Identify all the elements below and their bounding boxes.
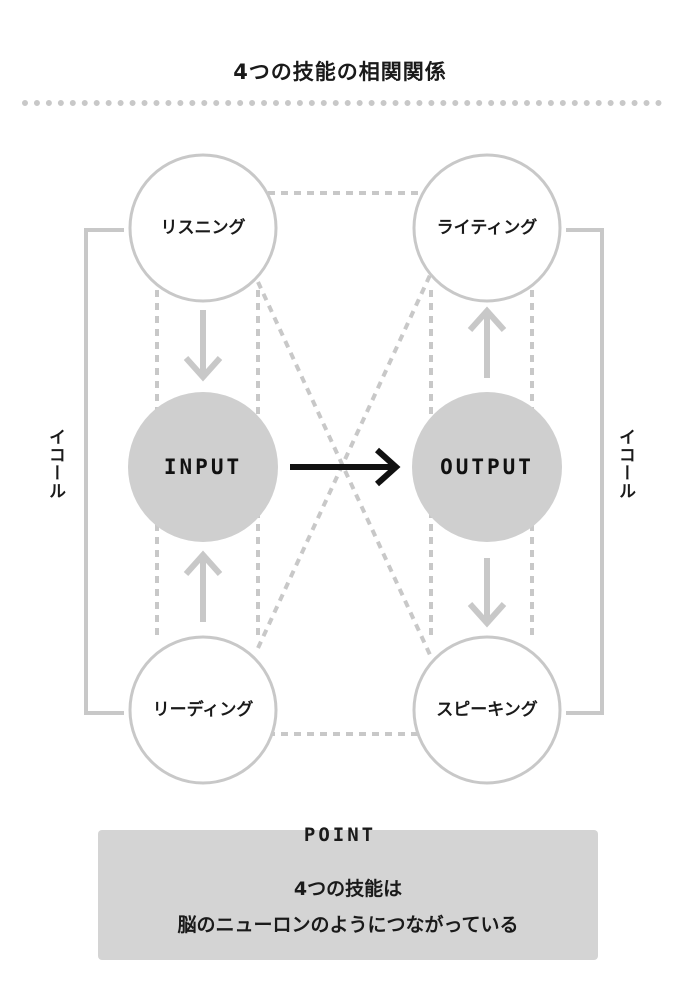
writing-circle [412, 153, 562, 303]
title-dotted-divider [22, 100, 662, 106]
dashed-cross-listening-speaking [256, 281, 433, 658]
node-label-writing: ライティング [436, 218, 538, 238]
output-hub-circle [412, 392, 562, 542]
hub-label-output: OUTPUT [440, 455, 534, 479]
point-box: 4つの技能は 脳のニューロンのようにつながっている [98, 830, 598, 960]
arrow-listening-to-input [183, 310, 223, 382]
node-label-listening: リスニング [160, 218, 246, 238]
arrow-output-to-writing [467, 306, 507, 378]
point-line-1: 4つの技能は [293, 878, 403, 900]
point-tag: POINT [303, 824, 377, 846]
diagram-title: 4つの技能の相関関係 [233, 60, 447, 84]
point-line-2: 脳のニューロンのようにつながっている [177, 914, 519, 936]
arrow-output-to-speaking [467, 558, 507, 628]
input-to-output-arrow [290, 447, 401, 487]
speaking-circle [412, 635, 562, 785]
equal-label-right: イコール [615, 428, 635, 500]
hub-label-input: INPUT [163, 455, 243, 479]
equal-bracket-left [84, 228, 124, 715]
dashed-cross-reading-writing [256, 272, 433, 649]
equal-bracket-right [566, 228, 604, 715]
equal-label-left: イコール [45, 428, 65, 500]
reading-circle [128, 635, 278, 785]
arrow-reading-to-input [183, 550, 223, 622]
listening-circle [128, 153, 278, 303]
input-hub-circle [128, 392, 278, 542]
node-label-speaking: スピーキング [436, 700, 538, 720]
node-label-reading: リーディング [152, 700, 254, 720]
